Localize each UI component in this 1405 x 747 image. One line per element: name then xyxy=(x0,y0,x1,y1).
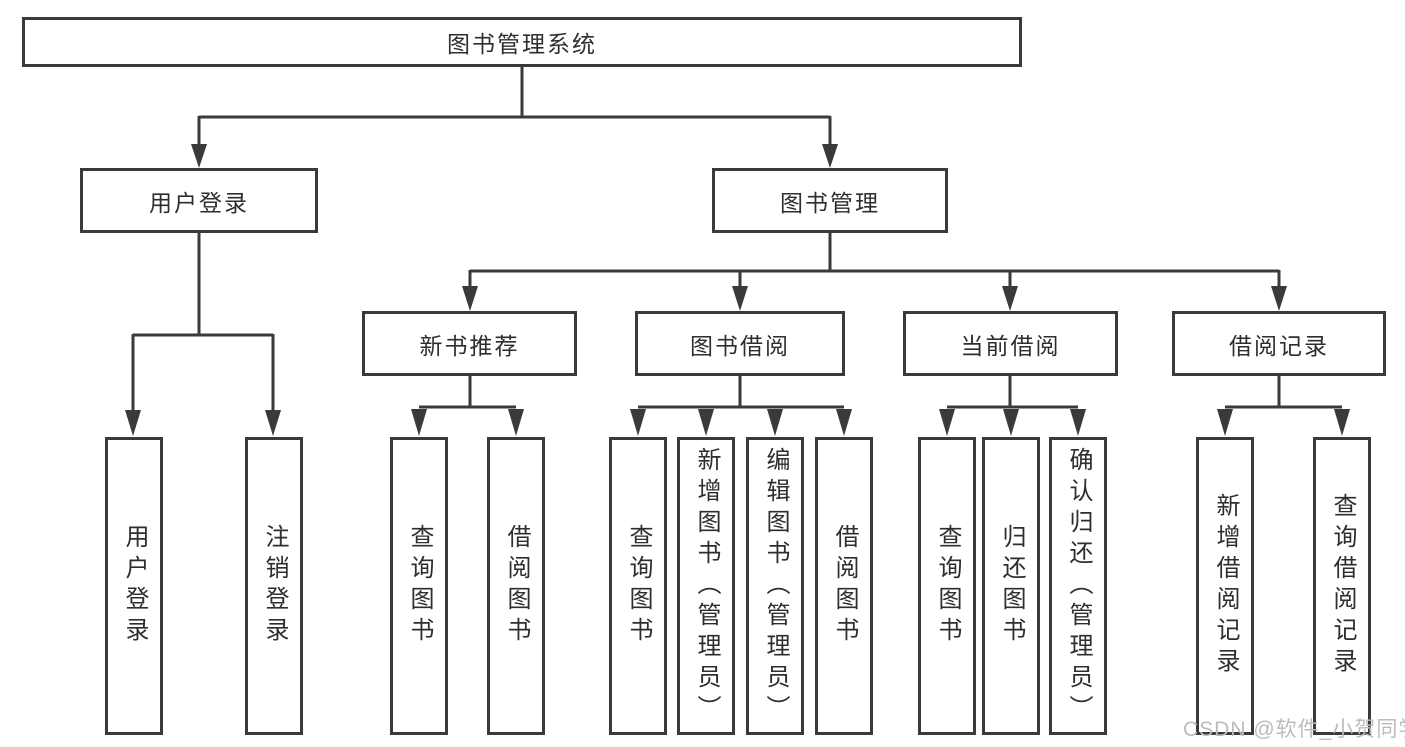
leaf-query-books-recommend: 查询图书 xyxy=(390,437,448,735)
watermark: CSDN @软件_小贺同学 xyxy=(1183,718,1405,741)
node-library-management-system: 图书管理系统 xyxy=(22,17,1022,67)
leaf-add-borrow-record: 新增借阅记录 xyxy=(1196,437,1254,735)
leaf-query-borrow-record: 查询借阅记录 xyxy=(1313,437,1371,735)
node-current-borrowing: 当前借阅 xyxy=(903,311,1118,376)
node-borrowing-records: 借阅记录 xyxy=(1172,311,1386,376)
leaf-logout: 注销登录 xyxy=(245,437,303,735)
leaf-query-books-borrowing: 查询图书 xyxy=(609,437,667,735)
leaf-borrow-books-borrowing: 借阅图书 xyxy=(815,437,873,735)
node-user-login: 用户登录 xyxy=(80,168,318,233)
leaf-query-books-current: 查询图书 xyxy=(918,437,976,735)
leaf-confirm-return-admin: 确认归还（管理员） xyxy=(1049,437,1107,735)
node-new-book-recommendation: 新书推荐 xyxy=(362,311,577,376)
leaf-add-book-admin: 新增图书（管理员） xyxy=(677,437,735,735)
leaf-user-login: 用户登录 xyxy=(105,437,163,735)
node-book-management: 图书管理 xyxy=(712,168,948,233)
leaf-borrow-books-recommend: 借阅图书 xyxy=(487,437,545,735)
leaf-return-books: 归还图书 xyxy=(982,437,1040,735)
leaf-edit-book-admin: 编辑图书（管理员） xyxy=(746,437,804,735)
node-book-borrowing: 图书借阅 xyxy=(635,311,845,376)
